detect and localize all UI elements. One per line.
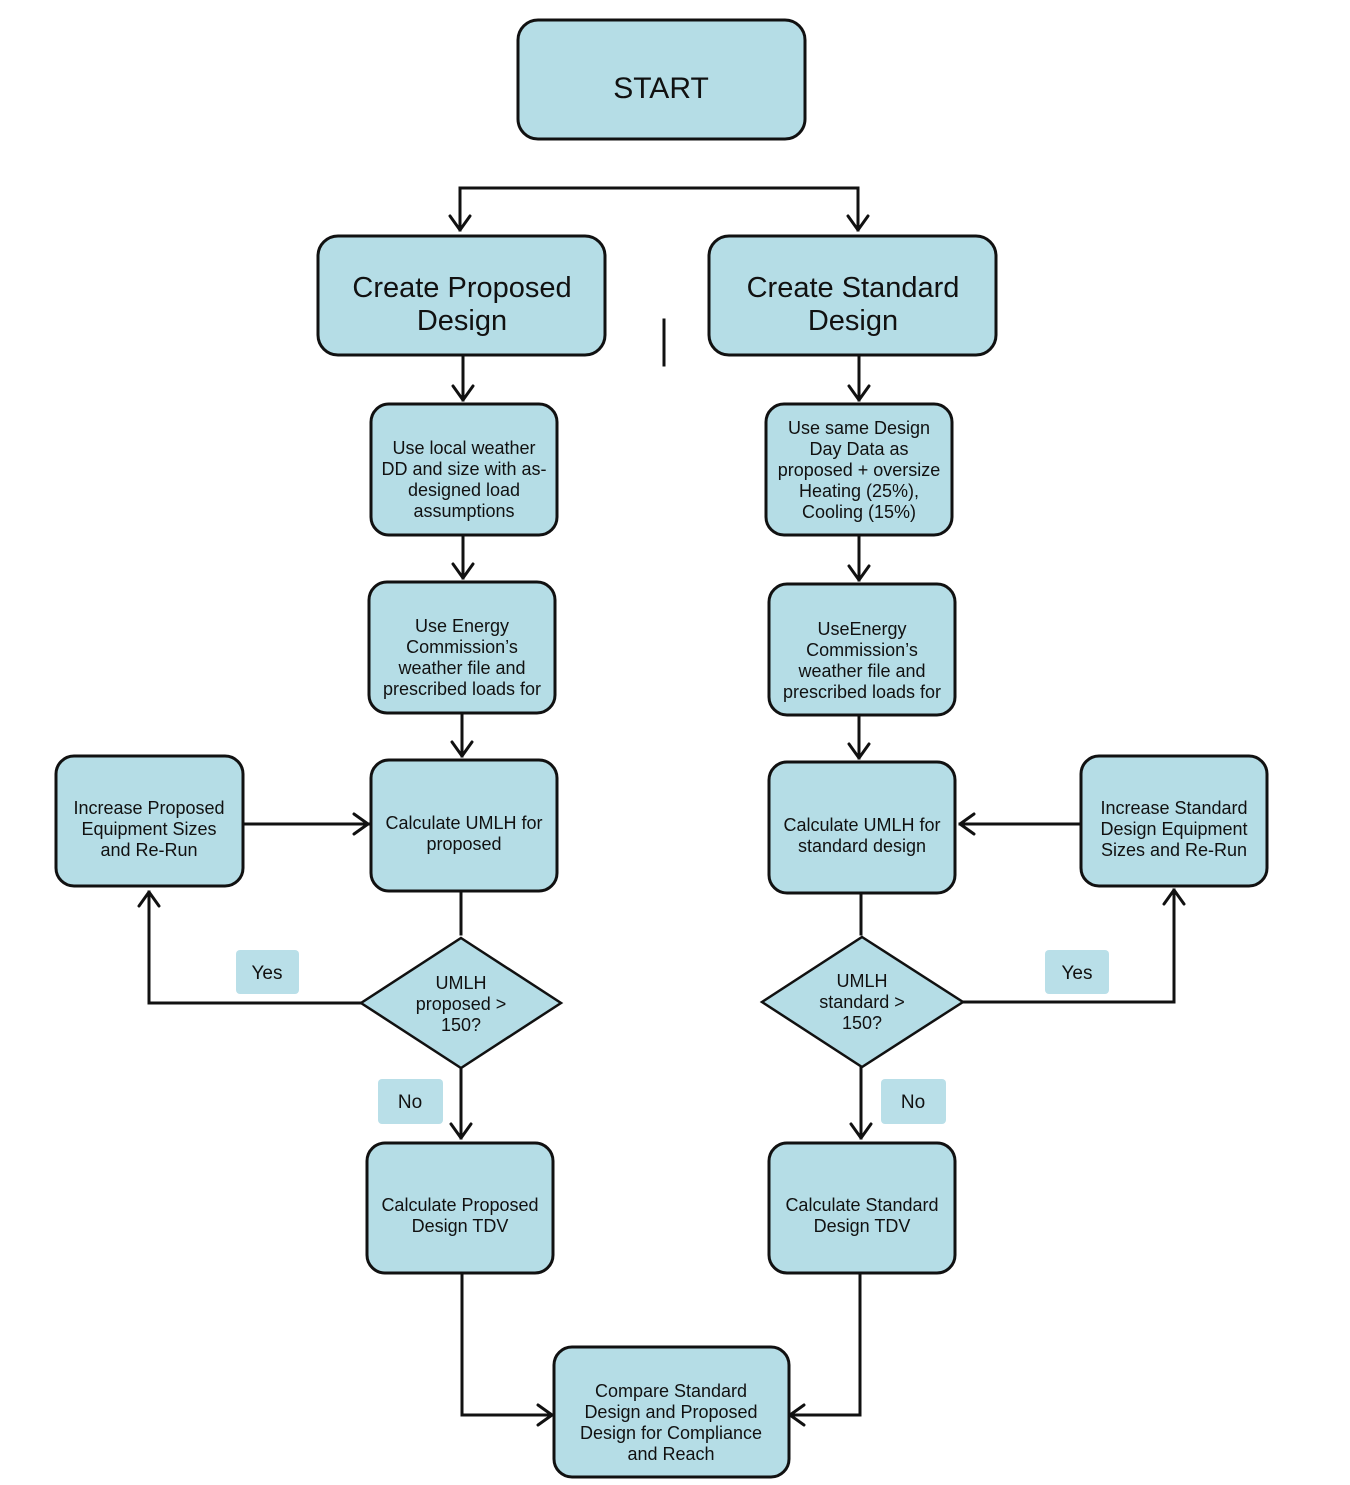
create-standard-design-node: Create Standard Design — [707, 234, 998, 357]
create-proposed-design-node: Create Proposed Design — [316, 234, 607, 357]
svg-text:Calculate Proposed: Calculate Proposed — [381, 1195, 538, 1215]
umlh-proposed-node: Calculate UMLH for proposed — [369, 758, 559, 893]
svg-text:150?: 150? — [842, 1013, 882, 1033]
compare-node: Compare Standard Design and Proposed Des… — [552, 1345, 791, 1479]
svg-text:Cooling (15%): Cooling (15%) — [802, 502, 916, 522]
svg-text:Design and Proposed: Design and Proposed — [584, 1402, 757, 1422]
svg-text:UseEnergy: UseEnergy — [817, 619, 906, 639]
energy-commission-standard-node: UseEnergy Commission’s weather file and … — [767, 582, 957, 717]
svg-text:assumptions: assumptions — [413, 501, 514, 521]
svg-text:proposed: proposed — [426, 834, 501, 854]
svg-text:prescribed loads for: prescribed loads for — [783, 682, 941, 702]
svg-text:Design Equipment: Design Equipment — [1100, 819, 1247, 839]
svg-text:designed load: designed load — [408, 480, 520, 500]
tdv-proposed-node: Calculate Proposed Design TDV — [365, 1141, 555, 1275]
umlh-standard-node: Calculate UMLH for standard design — [767, 760, 957, 895]
svg-text:Increase Proposed: Increase Proposed — [73, 798, 224, 818]
svg-text:No: No — [901, 1092, 925, 1113]
same-design-day-node: Use same Design Day Data as proposed + o… — [764, 402, 954, 537]
svg-text:UMLH: UMLH — [836, 971, 887, 991]
svg-text:Increase Standard: Increase Standard — [1100, 798, 1247, 818]
svg-text:proposed >: proposed > — [416, 994, 507, 1014]
svg-text:Equipment Sizes: Equipment Sizes — [81, 819, 216, 839]
svg-text:Calculate Standard: Calculate Standard — [785, 1195, 938, 1215]
svg-text:Create Proposed: Create Proposed — [352, 272, 571, 304]
svg-text:Yes: Yes — [252, 963, 283, 984]
svg-text:Use same Design: Use same Design — [788, 418, 930, 438]
yes-left-tag: Yes — [236, 950, 299, 994]
svg-text:and Re-Run: and Re-Run — [100, 840, 197, 860]
svg-text:weather file and: weather file and — [797, 661, 925, 681]
increase-standard-node: Increase Standard Design Equipment Sizes… — [1079, 754, 1269, 888]
svg-text:Compare Standard: Compare Standard — [595, 1381, 747, 1401]
svg-text:No: No — [398, 1092, 422, 1113]
svg-text:Design: Design — [808, 305, 898, 337]
yes-right-tag: Yes — [1045, 950, 1109, 994]
svg-text:DD and size with as-: DD and size with as- — [381, 459, 546, 479]
local-weather-node: Use local weather DD and size with as- d… — [369, 402, 559, 537]
start-label: START — [613, 72, 709, 105]
svg-text:weather file and: weather file and — [397, 658, 525, 678]
svg-text:Calculate UMLH for: Calculate UMLH for — [783, 815, 940, 835]
increase-proposed-node: Increase Proposed Equipment Sizes and Re… — [54, 754, 245, 888]
svg-text:Commission’s: Commission’s — [806, 640, 918, 660]
svg-text:and Reach: and Reach — [627, 1444, 714, 1464]
tdv-standard-node: Calculate Standard Design TDV — [767, 1141, 957, 1275]
svg-text:Use local weather: Use local weather — [392, 438, 535, 458]
decision-standard-node: UMLH standard > 150? — [759, 935, 966, 1069]
svg-text:Heating (25%),: Heating (25%), — [799, 481, 919, 501]
svg-text:Commission’s: Commission’s — [406, 637, 518, 657]
svg-text:prescribed loads for: prescribed loads for — [383, 679, 541, 699]
svg-text:150?: 150? — [441, 1015, 481, 1035]
svg-text:Create Standard: Create Standard — [747, 272, 960, 304]
svg-text:Day Data as: Day Data as — [809, 439, 908, 459]
svg-text:Design TDV: Design TDV — [814, 1216, 911, 1236]
connectors — [137, 186, 1186, 1427]
no-right-tag: No — [881, 1079, 946, 1124]
svg-text:Yes: Yes — [1062, 963, 1093, 984]
svg-text:Sizes and Re-Run: Sizes and Re-Run — [1101, 840, 1247, 860]
energy-commission-proposed-node: Use Energy Commission’s weather file and… — [367, 580, 557, 715]
decision-proposed-node: UMLH proposed > 150? — [358, 936, 564, 1070]
start-node: START — [516, 18, 807, 141]
svg-text:proposed + oversize: proposed + oversize — [778, 460, 941, 480]
svg-text:Calculate UMLH for: Calculate UMLH for — [385, 813, 542, 833]
no-left-tag: No — [378, 1079, 443, 1124]
svg-text:Design TDV: Design TDV — [412, 1216, 509, 1236]
svg-text:UMLH: UMLH — [435, 973, 486, 993]
svg-text:Use Energy: Use Energy — [415, 616, 509, 636]
svg-text:Design: Design — [417, 305, 507, 337]
svg-text:standard design: standard design — [798, 836, 926, 856]
svg-text:standard >: standard > — [819, 992, 905, 1012]
svg-text:Design for Compliance: Design for Compliance — [580, 1423, 762, 1443]
